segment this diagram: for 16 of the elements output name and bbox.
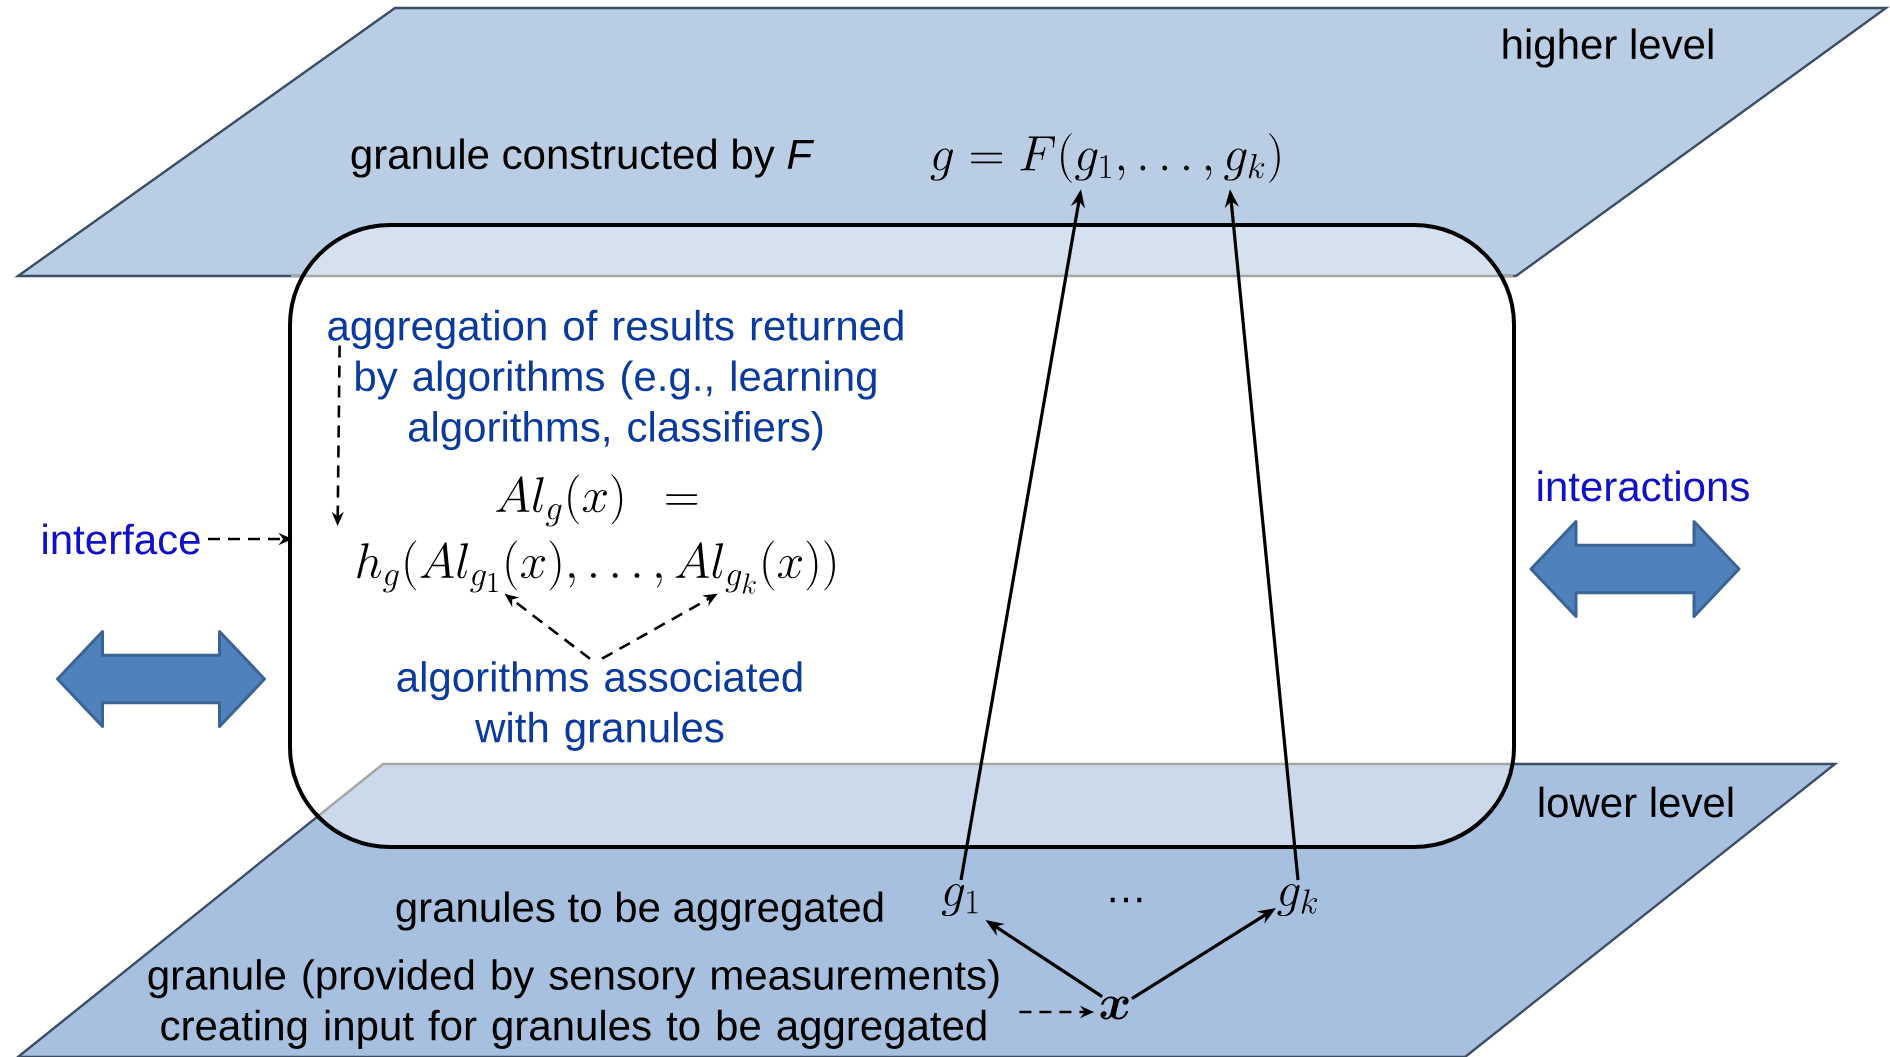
annotation-text: granule (provided by sensory measurements) creating input for granules to be aggregated [148, 959, 999, 1049]
plane-label: higher level [1503, 28, 1713, 68]
plane-label: granule constructed by F [351, 138, 815, 178]
formula: $g_k$ [1277, 883, 1318, 917]
annotation-text: algorithms associated with granules [397, 661, 802, 751]
formula: $g = F(g_1, \ldots, g_k)$ [930, 133, 1280, 183]
ellipsis: … [1110, 897, 1142, 903]
interface-label: interface [43, 523, 200, 555]
interactions-label: interactions [1538, 470, 1749, 502]
formula: $Al_g(x) = h_g(Al_{g_1}(x), \ldots, Al_{g_k}(x))$ [357, 474, 835, 594]
formula: $\boldsymbol{x}$ [1100, 996, 1129, 1020]
plane-label: granules to be aggregated [396, 891, 883, 931]
annotation-text: aggregation of results returned by algorithms (e.g., learning algorithms, classifiers) [328, 309, 903, 451]
plane-label: lower level [1539, 786, 1733, 818]
rounded-box [288, 223, 1516, 849]
formula: $g_1$ [941, 883, 978, 917]
